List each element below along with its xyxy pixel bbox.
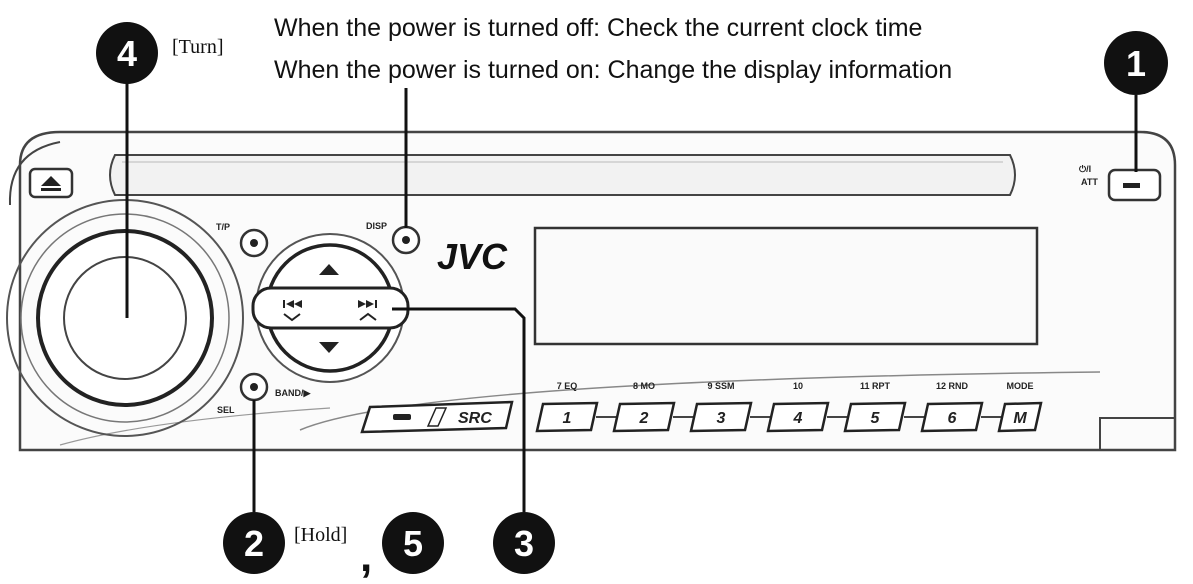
- callout-line-3: [392, 307, 526, 512]
- band-label: BAND/▶: [275, 388, 311, 398]
- eject-icon: [41, 176, 61, 186]
- preset-top-label: 11 RPT: [860, 381, 891, 391]
- callout-lines: [125, 80, 1138, 512]
- tp-label: T/P: [216, 222, 230, 232]
- tp-button[interactable]: [239, 228, 269, 258]
- preset-button-label: 2: [639, 410, 649, 427]
- disp-label: DISP: [366, 221, 387, 231]
- preset-button-7[interactable]: M: [997, 401, 1043, 433]
- preset-top-label: 8 MO: [633, 381, 655, 391]
- preset-button-1[interactable]: 1: [535, 401, 599, 433]
- caption-power-on: When the power is turned on: Change the …: [274, 56, 952, 84]
- caption-power-off: When the power is turned off: Check the …: [274, 14, 922, 42]
- preset-top-label: 9 SSM: [707, 381, 734, 391]
- callout-badge-3: 3: [493, 512, 555, 574]
- down-arrow-icon: [319, 342, 339, 353]
- svg-text:2: 2: [244, 523, 264, 564]
- callout-badge-2: 2: [223, 512, 285, 574]
- preset-button-2[interactable]: 2: [612, 401, 676, 433]
- preset-button-label: 1: [563, 410, 572, 427]
- preset-button-5[interactable]: 5: [843, 401, 907, 433]
- svg-text:1: 1: [1126, 43, 1146, 84]
- preset-button-label: M: [1013, 410, 1027, 427]
- src-button[interactable]: SRC: [360, 400, 514, 434]
- callout-badge-5: 5: [382, 512, 444, 574]
- previous-track-icon: [283, 300, 302, 322]
- next-track-icon: [358, 300, 377, 321]
- preset-button-label: 4: [793, 410, 803, 427]
- svg-text:3: 3: [514, 523, 534, 564]
- preset-button-3[interactable]: 3: [689, 401, 753, 433]
- display-window: [533, 226, 1039, 346]
- eject-button[interactable]: [28, 167, 74, 199]
- navigation-pad[interactable]: [251, 233, 410, 383]
- turn-label: [Turn]: [172, 36, 224, 58]
- preset-buttons-group: 1 7 EQ 2 8 MO 3 9 SSM 4 10 5 11 RPT 6 12 RND M MODE: [535, 381, 1043, 433]
- up-arrow-icon: [319, 264, 339, 275]
- disp-button[interactable]: [391, 225, 421, 255]
- att-label: ATT: [1081, 177, 1098, 187]
- preset-top-label: 10: [793, 381, 803, 391]
- svg-text:4: 4: [117, 33, 137, 74]
- preset-top-label: 12 RND: [936, 381, 969, 391]
- preset-top-label: MODE: [1007, 381, 1034, 391]
- cd-slot: [109, 154, 1016, 196]
- power-label: ⏻/I: [1079, 164, 1091, 174]
- preset-button-6[interactable]: 6: [920, 401, 984, 433]
- preset-top-label: 7 EQ: [557, 381, 578, 391]
- preset-button-label: 3: [717, 410, 726, 427]
- jvc-logo: JVC: [437, 236, 508, 277]
- src-label: SRC: [458, 410, 492, 427]
- callout-badge-4: 4: [96, 22, 158, 84]
- svg-text:5: 5: [403, 523, 423, 564]
- sel-button[interactable]: [239, 372, 269, 402]
- preset-button-4[interactable]: 4: [766, 401, 830, 433]
- sel-label: SEL: [217, 405, 235, 415]
- comma-separator: ,: [360, 532, 372, 579]
- hold-label: [Hold]: [294, 524, 347, 546]
- preset-button-label: 5: [871, 410, 881, 427]
- callout-badge-1: 1: [1104, 31, 1168, 95]
- control-dial[interactable]: [6, 199, 244, 437]
- preset-button-label: 6: [948, 410, 957, 427]
